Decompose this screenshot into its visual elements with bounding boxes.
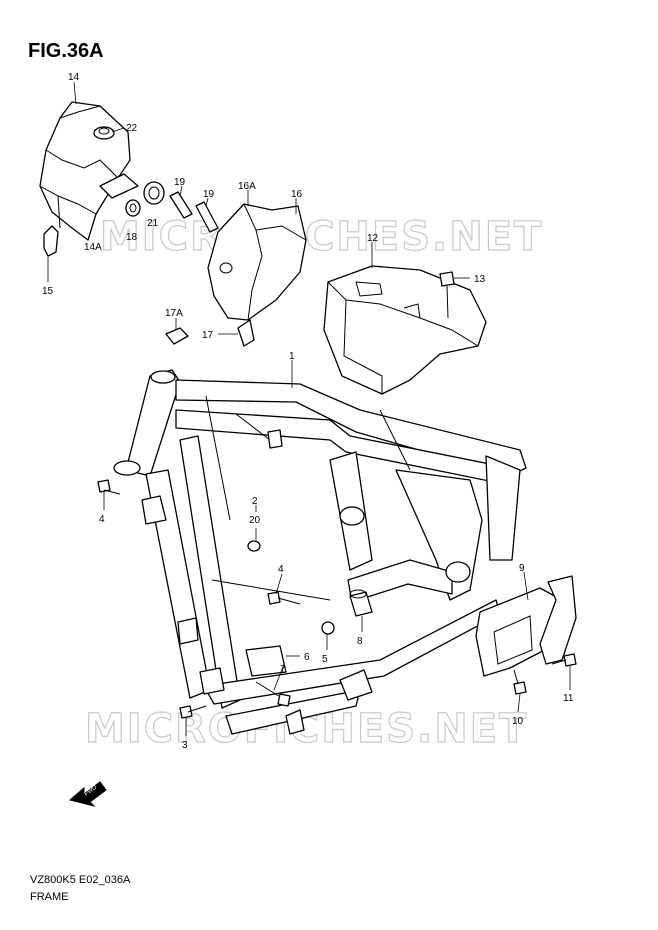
callout-7: 7 [280,664,286,675]
part-12-battery-case [323,265,487,395]
part-22-grommet [93,126,115,140]
callout-18: 18 [126,232,138,243]
part-9-bracket [475,575,577,677]
part-1-main-frame [113,369,527,735]
callout-17a: 17A [165,308,183,319]
callout-13: 13 [474,274,486,285]
part-16-cover [207,203,307,321]
footer-name: FRAME [30,891,69,903]
part-15-pad [43,225,59,257]
part-19-tape-a [169,191,193,219]
part-8-collar [349,589,373,617]
part-4-bolt-lower [267,591,301,605]
callout-19-a: 19 [174,177,186,188]
part-11-bolt [551,653,577,667]
callout-20: 20 [249,515,261,526]
part-19-tape-b [195,201,219,233]
callout-15: 15 [42,286,54,297]
figure-title: FIG.36A [28,40,104,62]
callout-12: 12 [367,233,379,244]
callout-4-lower: 4 [278,564,284,575]
callout-6: 6 [304,652,310,663]
callout-3: 3 [182,740,188,751]
callout-14a: 14A [84,242,102,253]
callout-8: 8 [357,636,363,647]
callout-4-upper: 4 [99,514,105,525]
part-5-nut [321,621,335,635]
callout-16a: 16A [238,181,256,192]
part-17a-spacer [165,327,189,345]
footer-code: VZ800K5 E02_036A [30,874,131,886]
part-7-bolt [255,681,291,707]
part-6-bracket [245,645,287,677]
part-20-cap [247,540,261,552]
part-plate [99,173,139,199]
part-10-bolt [513,669,527,695]
part-18-washer [125,199,141,217]
callout-14: 14 [68,72,80,83]
part-13-bolt [439,271,455,319]
callout-9: 9 [519,563,525,574]
watermark-top: MICROFICHES.NET [100,214,543,260]
callout-10: 10 [512,716,524,727]
callout-17: 17 [202,330,214,341]
callout-11: 11 [563,693,574,704]
part-4-bolt-upper [97,479,121,495]
callout-5: 5 [322,654,328,665]
callout-1: 1 [289,351,295,362]
part-17-clip [237,319,255,347]
callout-labels: 14 22 19 19 16A 16 21 18 14A 12 13 15 17… [42,72,574,751]
callout-22: 22 [126,123,138,134]
callout-19-b: 19 [203,189,215,200]
callout-21: 21 [147,218,159,229]
fwd-arrow-icon: FWD [68,781,107,807]
callout-2: 2 [252,496,258,507]
part-21-bushing [143,181,165,205]
leader-lines [47,81,571,736]
callout-16: 16 [291,189,303,200]
part-3-bolt [179,705,207,719]
